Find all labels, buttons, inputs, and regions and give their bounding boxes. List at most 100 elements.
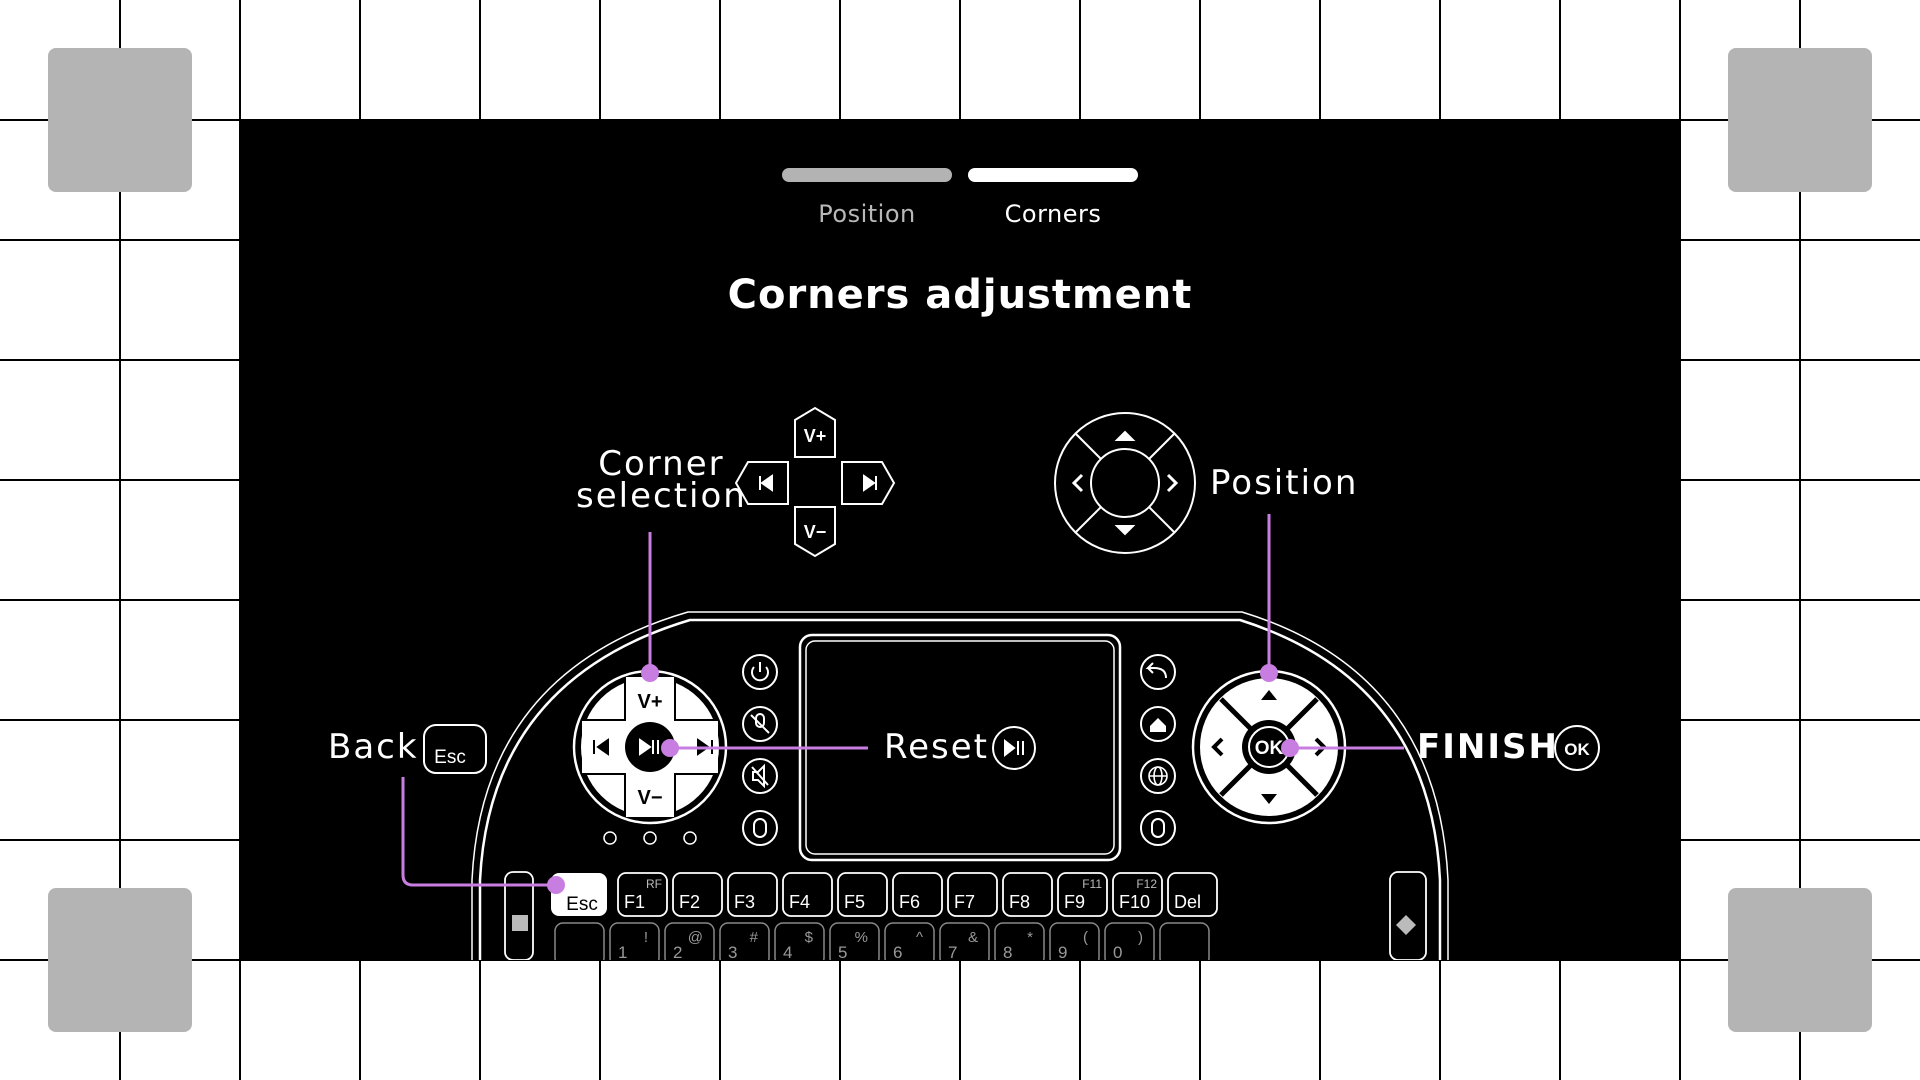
number-key-label: 3 — [728, 943, 737, 960]
step-corners[interactable]: Corners — [968, 168, 1138, 228]
keyboard-dpad-up-label: V+ — [637, 691, 662, 713]
fn-key-f4[interactable]: F4 — [782, 872, 833, 917]
corner-marker-bottom-left — [48, 888, 192, 1032]
number-key-label: 9 — [1058, 943, 1067, 960]
adjustment-panel: Position Corners Corners adjustment — [240, 120, 1680, 960]
number-key-2[interactable]: 2@ — [664, 922, 715, 960]
step-indicator: Position Corners — [782, 168, 1138, 248]
corner-selection-line-1: Corner — [598, 444, 725, 484]
number-key-label: 4 — [783, 943, 792, 960]
reset-dot — [661, 739, 679, 757]
esc-key-icon — [423, 724, 487, 774]
step-position[interactable]: Position — [782, 168, 952, 228]
corner-marker-top-right — [1728, 48, 1872, 192]
number-key-0[interactable]: 0) — [1104, 922, 1155, 960]
number-key-frame — [774, 922, 825, 960]
keyboard-ok-label: OK — [1255, 738, 1284, 759]
number-key-shift-label: % — [855, 929, 868, 946]
left-function-buttons — [742, 654, 778, 846]
mouse-icon-left — [753, 818, 767, 838]
fn-key-secondary-label: RF — [646, 877, 662, 891]
number-key-shift-label: ) — [1138, 929, 1143, 946]
fn-key-secondary-label: F11 — [1082, 877, 1102, 891]
fn-key-f6[interactable]: F6 — [892, 872, 943, 917]
corner-selection-dpad-icon — [734, 406, 896, 558]
fn-key-label: F5 — [844, 892, 865, 912]
position-dot — [1260, 664, 1278, 682]
fn-key-label: F4 — [789, 892, 810, 912]
fn-key-label: F6 — [899, 892, 920, 912]
number-key-row: 1!2@3#4$5%6^7&8*9(0) — [554, 922, 1210, 960]
number-key-shift-label: * — [1027, 929, 1033, 946]
step-position-label: Position — [818, 200, 916, 228]
keyboard-outline — [478, 618, 1442, 960]
fn-key-label: F7 — [954, 892, 975, 912]
number-key-frame — [1104, 922, 1155, 960]
number-key-7[interactable]: 7& — [939, 922, 990, 960]
finish-dot — [1281, 739, 1299, 757]
number-key-9[interactable]: 9( — [1049, 922, 1100, 960]
fn-key-frame — [947, 872, 998, 917]
mouse-icon-right — [1151, 818, 1165, 838]
corner-selection-dot — [641, 664, 659, 682]
square-icon — [512, 915, 528, 931]
number-key-4[interactable]: 4$ — [774, 922, 825, 960]
number-key-frame — [609, 922, 660, 960]
number-key-frame — [994, 922, 1045, 960]
fn-key-f7[interactable]: F7 — [947, 872, 998, 917]
fn-key-del[interactable]: Del — [1167, 872, 1218, 917]
corner-selection-label: Corner selection — [576, 444, 747, 516]
fn-key-label: Del — [1174, 892, 1201, 912]
fn-key-frame — [892, 872, 943, 917]
fn-key-frame — [1002, 872, 1053, 917]
number-key-1[interactable]: 1! — [609, 922, 660, 960]
back-label: Back — [328, 727, 419, 767]
keyboard-dpad-down-label: V− — [637, 787, 662, 809]
backspace-key[interactable] — [1159, 922, 1210, 960]
fn-key-frame — [837, 872, 888, 917]
number-key-shift-label: $ — [805, 929, 814, 946]
fn-key-label: F1 — [624, 892, 645, 912]
number-key-3[interactable]: 3# — [719, 922, 770, 960]
fn-key-f5[interactable]: F5 — [837, 872, 888, 917]
number-key-shift-label: @ — [688, 929, 703, 946]
finish-ok-icon-label: OK — [1564, 740, 1590, 759]
fn-key-f2[interactable]: F2 — [672, 872, 723, 917]
keyboard-right-dpad — [1191, 669, 1347, 825]
fn-key-frame — [1167, 872, 1218, 917]
finish-label: FINISH — [1417, 727, 1559, 767]
fn-key-label: F8 — [1009, 892, 1030, 912]
fn-key-f8[interactable]: F8 — [1002, 872, 1053, 917]
number-key-frame — [1049, 922, 1100, 960]
number-key-label: 5 — [838, 943, 847, 960]
position-ring-icon — [1054, 412, 1196, 554]
left-edge-key — [504, 871, 534, 960]
globe-icon — [1148, 766, 1168, 786]
number-key-frame — [664, 922, 715, 960]
fn-key-frame — [1057, 872, 1108, 917]
diamond-icon — [1396, 915, 1416, 935]
position-label: Position — [1210, 463, 1359, 503]
number-key-frame — [884, 922, 935, 960]
finish-ok-icon — [1554, 725, 1600, 771]
fn-key-frame — [672, 872, 723, 917]
number-key-8[interactable]: 8* — [994, 922, 1045, 960]
number-key-5[interactable]: 5% — [829, 922, 880, 960]
fn-key-f3[interactable]: F3 — [727, 872, 778, 917]
fn-key-frame — [782, 872, 833, 917]
fn-key-frame — [727, 872, 778, 917]
number-key-label: 7 — [948, 943, 957, 960]
tilde-key[interactable] — [554, 922, 605, 960]
fn-key-label: F3 — [734, 892, 755, 912]
number-key-6[interactable]: 6^ — [884, 922, 935, 960]
number-key-frame — [829, 922, 880, 960]
number-key-label: 2 — [673, 943, 682, 960]
corner-selection-line-2: selection — [576, 476, 747, 516]
power-icon — [751, 662, 769, 682]
number-key-shift-label: ! — [644, 929, 648, 946]
number-key-label: 0 — [1113, 943, 1122, 960]
